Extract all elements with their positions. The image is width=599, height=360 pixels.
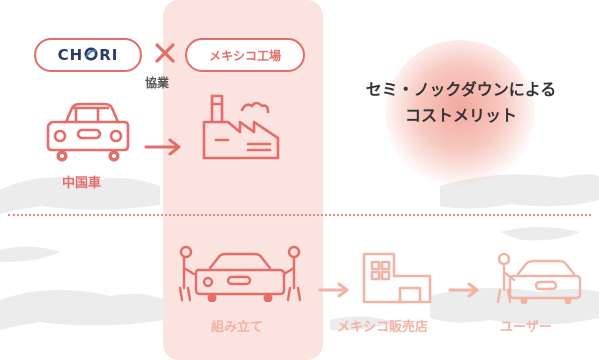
- assembly-icon: [178, 245, 302, 302]
- benefit-caption: セミ・ノックダウンによる コストメリット: [330, 77, 592, 129]
- dealership-building-icon: [362, 252, 432, 304]
- benefit-glow: [385, 40, 535, 190]
- brand-prefix: CH: [57, 46, 84, 64]
- assembly-label: 組み立て: [211, 320, 264, 335]
- arrow-right-icon-3: [448, 282, 479, 298]
- factory-icon: [202, 94, 280, 160]
- arrow-right-icon: [144, 138, 181, 156]
- chinese-car-label: 中国車: [62, 176, 102, 191]
- brand-swirl-icon: [84, 47, 98, 61]
- brand-suffix: RI: [99, 46, 119, 64]
- benefit-line-1: セミ・ノックダウンによる: [365, 80, 557, 99]
- mexico-factory-pill: メキシコ工場: [185, 38, 305, 72]
- user-with-car-icon: [496, 252, 582, 304]
- collaboration-label: 協業: [145, 76, 170, 90]
- arrow-right-icon-2: [318, 282, 349, 298]
- section-divider: [8, 214, 591, 216]
- chori-logo: CH RI: [34, 38, 142, 72]
- car-icon: [46, 102, 130, 162]
- mexico-factory-label: メキシコ工場: [208, 48, 281, 63]
- benefit-line-2: コストメリット: [404, 106, 517, 125]
- times-icon: [155, 43, 175, 63]
- dealership-label: メキシコ販売店: [337, 320, 429, 335]
- user-label: ユーザー: [500, 320, 552, 335]
